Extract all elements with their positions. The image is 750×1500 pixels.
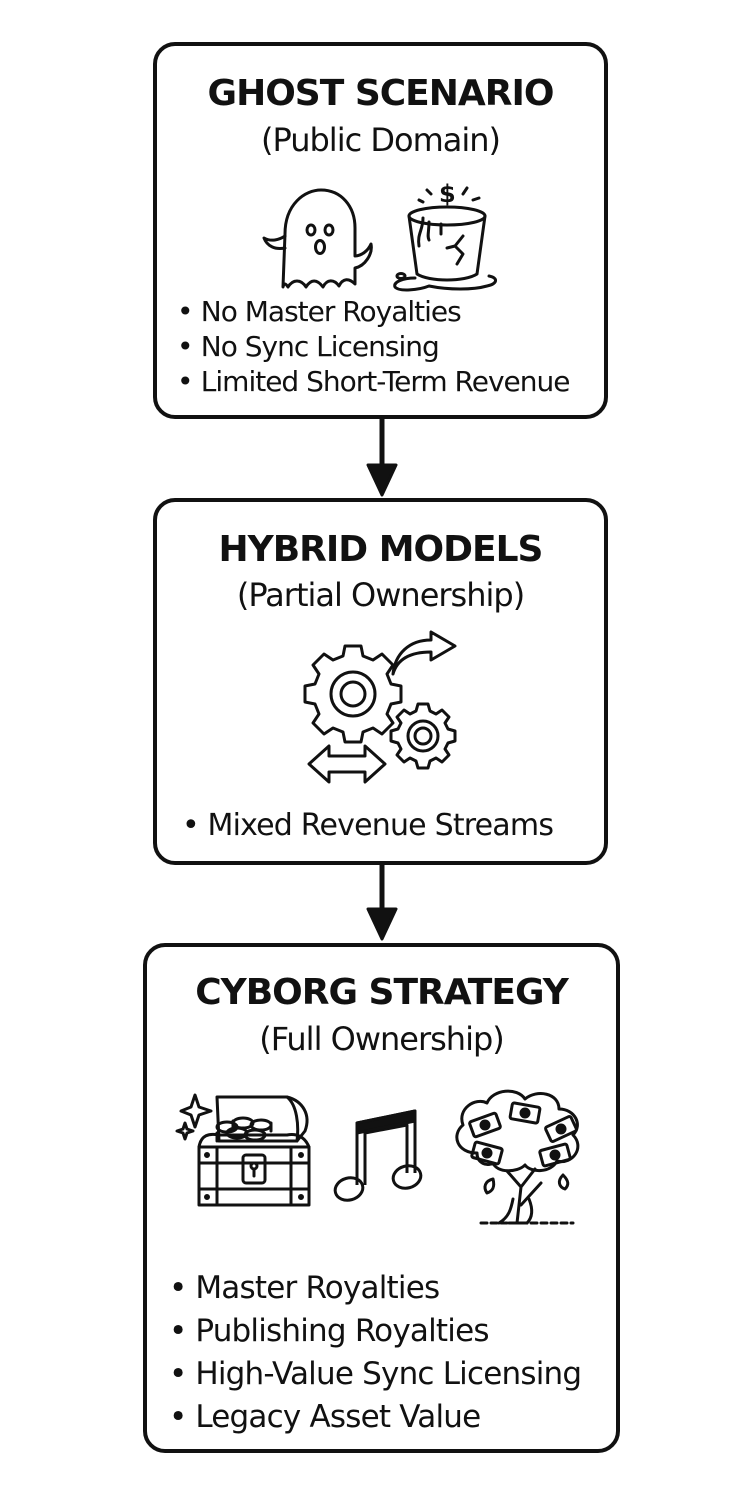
bullet-item: Legacy Asset Value	[169, 1396, 581, 1439]
flow-arrow-down	[362, 419, 402, 503]
cyborg-strategy-subtitle: (Full Ownership)	[259, 1020, 505, 1058]
leaking-money-bucket-icon: $	[389, 174, 504, 294]
music-note-icon	[333, 1107, 425, 1207]
double-arrow-icon	[307, 742, 387, 786]
bullet-item: Mixed Revenue Streams	[182, 808, 554, 844]
bullet-item: High-Value Sync Licensing	[169, 1353, 582, 1396]
bullet-item: Publishing Royalties	[169, 1310, 581, 1353]
hybrid-models-bullets: Mixed Revenue Streams	[182, 808, 554, 844]
hybrid-models-box: HYBRID MODELS (Partial Ownership)	[153, 498, 608, 865]
curved-arrow-icon	[391, 630, 461, 678]
hybrid-models-subtitle: (Partial Ownership)	[236, 576, 525, 614]
bullet-item: Master Royalties	[169, 1267, 581, 1310]
bullet-item: No Sync Licensing	[177, 329, 570, 364]
ghost-icon	[261, 184, 376, 294]
bullet-item: Limited Short-Term Revenue	[177, 364, 571, 399]
cyborg-strategy-title: CYBORG STRATEGY	[195, 972, 569, 1013]
treasure-chest-icon	[175, 1085, 337, 1215]
flow-arrow-down	[362, 865, 402, 949]
ghost-scenario-subtitle: (Public Domain)	[260, 121, 501, 159]
bullet-item: No Master Royalties	[177, 294, 570, 329]
cyborg-strategy-bullets: Master Royalties Publishing Royalties Hi…	[169, 1267, 582, 1439]
money-tree-icon	[447, 1087, 597, 1237]
cyborg-strategy-box: CYBORG STRATEGY (Full Ownership)	[143, 943, 620, 1453]
hybrid-models-title: HYBRID MODELS	[218, 529, 544, 570]
svg-text:$: $	[439, 180, 456, 208]
ghost-scenario-bullets: No Master Royalties No Sync Licensing Li…	[177, 294, 571, 399]
ghost-scenario-title: GHOST SCENARIO	[207, 73, 555, 114]
gears-icon	[303, 642, 465, 777]
ghost-scenario-box: GHOST SCENARIO (Public Domain) $ No Mast…	[153, 42, 608, 419]
